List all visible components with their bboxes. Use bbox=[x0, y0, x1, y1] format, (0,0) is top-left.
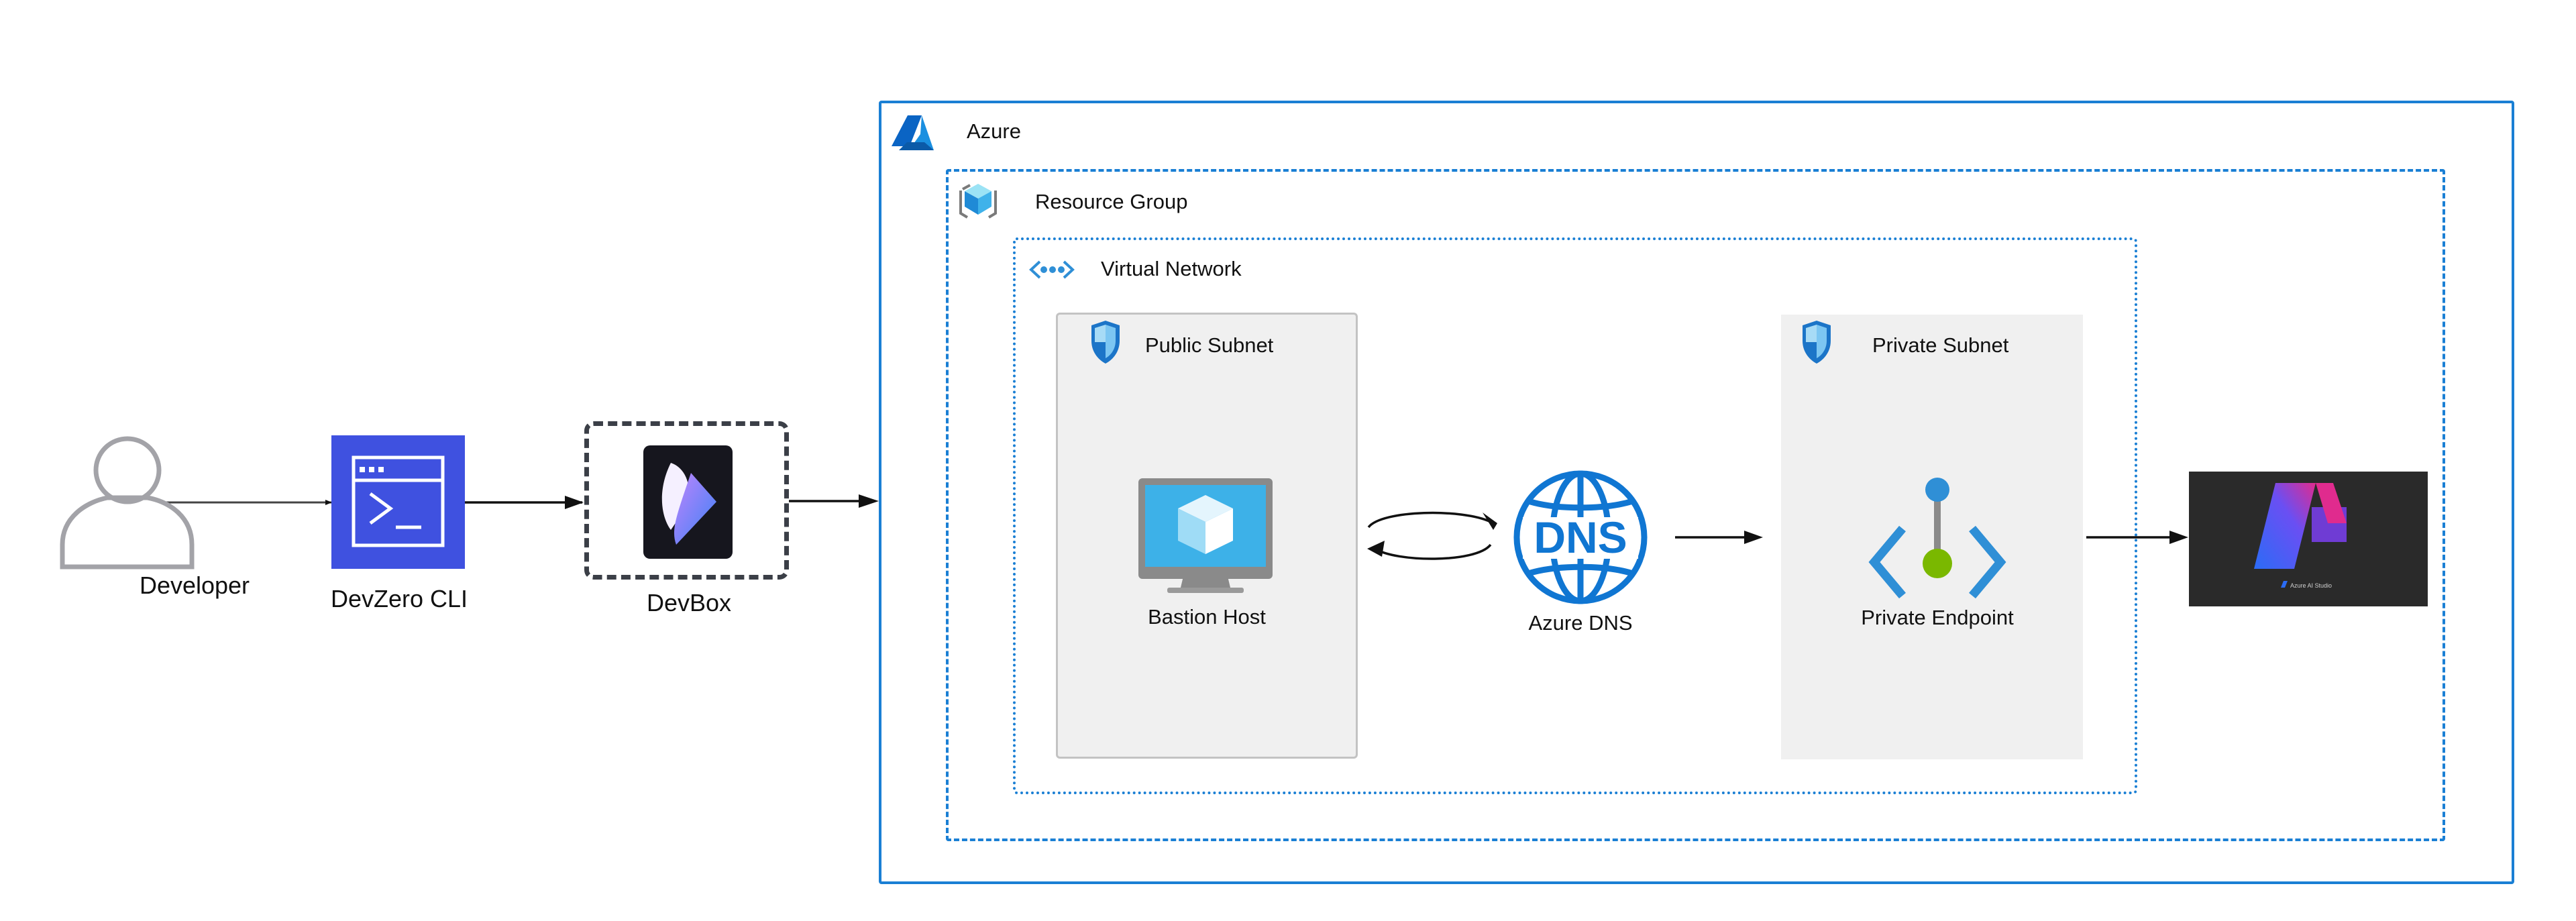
virtual-network-icon bbox=[1029, 260, 1075, 279]
azure-logo-icon bbox=[892, 115, 934, 150]
private-subnet-label: Private Subnet bbox=[1872, 333, 2009, 357]
bastion-host-label: Bastion Host bbox=[1148, 605, 1266, 629]
devzero-cli-label: DevZero CLI bbox=[330, 585, 468, 612]
edge-dns-to-bastion bbox=[1375, 543, 1492, 560]
azure-boundary bbox=[879, 101, 2514, 884]
edge-dns-to-endpoint-head bbox=[1744, 531, 1763, 544]
terminal-window-icon bbox=[331, 435, 465, 569]
devbox-label: DevBox bbox=[646, 589, 732, 616]
user-icon bbox=[60, 436, 195, 570]
devzero-logo-icon bbox=[643, 445, 733, 559]
private-endpoint-icon bbox=[1868, 478, 2006, 599]
virtual-network-label: Virtual Network bbox=[1101, 257, 1242, 280]
edge-dns-to-bastion-head bbox=[1367, 541, 1385, 557]
azure-dns-label: Azure DNS bbox=[1528, 611, 1633, 635]
shield-icon bbox=[1803, 321, 1831, 364]
private-subnet-box bbox=[1781, 315, 2083, 759]
edge-bastion-to-dns-head bbox=[1483, 512, 1497, 530]
public-subnet-label: Public Subnet bbox=[1145, 333, 1274, 357]
resource-group-label: Resource Group bbox=[1035, 190, 1188, 213]
devbox-frame bbox=[584, 421, 789, 580]
virtual-machine-icon bbox=[1138, 478, 1273, 593]
azure-label: Azure bbox=[967, 119, 1021, 143]
resource-group-boundary bbox=[946, 169, 2445, 841]
resource-group-icon bbox=[959, 184, 997, 219]
dns-glyph: DNS bbox=[1534, 512, 1627, 562]
azure-ai-studio-logo: Azure AI Studio bbox=[2189, 472, 2428, 606]
developer-label: Developer bbox=[139, 572, 250, 599]
edge-cli-to-devbox-head bbox=[565, 496, 584, 509]
azure-ai-studio-caption: Azure AI Studio bbox=[2290, 582, 2332, 589]
shield-icon bbox=[1091, 321, 1120, 364]
edge-endpoint-to-ai-head bbox=[2169, 531, 2188, 544]
virtual-network-boundary bbox=[1013, 237, 2137, 794]
edge-devbox-to-azure-head bbox=[859, 494, 879, 508]
private-endpoint-label: Private Endpoint bbox=[1861, 606, 2014, 629]
edge-bastion-to-dns bbox=[1367, 511, 1491, 529]
